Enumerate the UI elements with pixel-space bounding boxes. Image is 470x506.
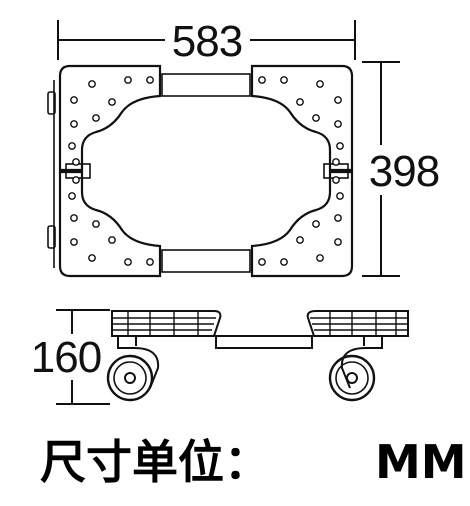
corner-plate-top-right: [250, 64, 354, 172]
width-label: 583: [172, 17, 242, 66]
unit-caption-prefix: 尺寸单位：: [40, 435, 270, 489]
dolly-side-view: [106, 310, 409, 402]
corner-plate-top-left: [58, 64, 162, 172]
corner-plate-bottom-right: [250, 170, 354, 278]
unit-caption-unit: MM: [375, 435, 467, 489]
width-dimension: 583: [57, 17, 356, 66]
height-dimension: 160: [31, 309, 110, 405]
mounting-holes: [68, 76, 344, 266]
depth-label: 398: [369, 147, 439, 196]
dolly-top-view: [47, 64, 354, 278]
height-label: 160: [31, 333, 101, 382]
depth-dimension: 398: [362, 61, 440, 277]
corner-plate-bottom-left: [58, 170, 162, 278]
